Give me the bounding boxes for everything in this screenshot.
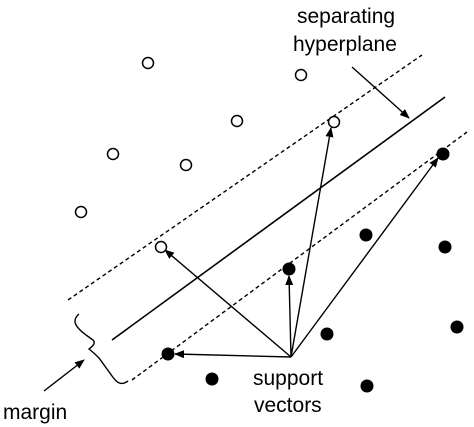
- filled-point: [438, 240, 452, 254]
- support-arrow: [174, 350, 292, 359]
- support-vector-filled: [161, 347, 175, 361]
- open-points: [74, 56, 308, 219]
- separating-hyperplane-label-line1: separating: [297, 5, 395, 28]
- margin-label-arrow: [43, 359, 85, 392]
- support-vector-filled: [282, 262, 296, 276]
- support-vector-open: [154, 240, 168, 254]
- open-point: [141, 56, 155, 70]
- support-arrow: [164, 249, 292, 358]
- filled-point: [450, 320, 464, 334]
- open-point: [179, 158, 193, 172]
- support-vectors-open: [154, 115, 341, 254]
- separating-hyperplane-label-line2: hyperplane: [293, 33, 397, 56]
- open-point: [74, 205, 88, 219]
- support-vectors-label-line1: support: [253, 367, 323, 390]
- support-vector-filled: [436, 147, 450, 161]
- open-point: [294, 68, 308, 82]
- support-vectors-label-line2: vectors: [254, 394, 322, 417]
- filled-point: [359, 228, 373, 242]
- support-vector-open: [327, 115, 341, 129]
- separating-hyperplane-line: [111, 96, 446, 341]
- support-arrow: [285, 275, 294, 358]
- support-vector-arrows: [164, 127, 439, 359]
- filled-point: [205, 372, 219, 386]
- upper-margin-boundary: [67, 54, 423, 301]
- open-point: [106, 147, 120, 161]
- margin-label: margin: [3, 401, 67, 424]
- support-arrow: [290, 127, 334, 358]
- hyperplane-label-arrow: [351, 66, 410, 119]
- margin-brace: [74, 313, 129, 385]
- support-arrow: [290, 157, 439, 358]
- filled-point: [320, 327, 334, 341]
- filled-points: [205, 228, 464, 393]
- support-vectors-filled: [161, 147, 450, 361]
- open-point: [230, 114, 244, 128]
- filled-point: [360, 379, 374, 393]
